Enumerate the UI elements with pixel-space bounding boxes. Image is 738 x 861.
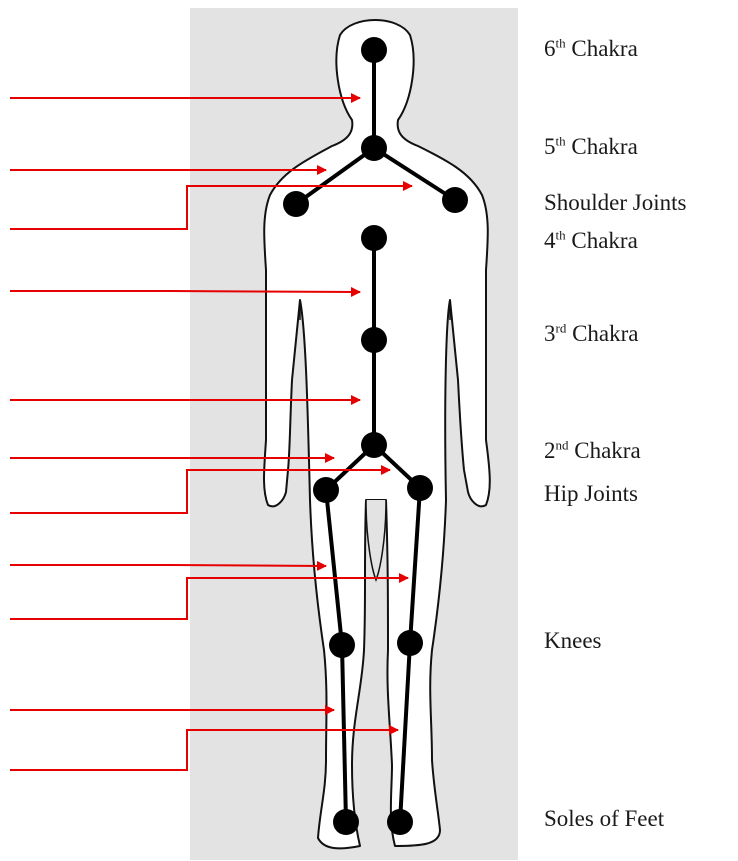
label-chakra-6-num: 6	[544, 36, 556, 61]
label-chakra-3-sup: rd	[556, 320, 567, 335]
label-chakra-4-sup: th	[556, 227, 566, 242]
label-shoulder-joints: Shoulder Joints	[544, 191, 686, 214]
label-soles-of-feet-text: Soles of Feet	[544, 806, 664, 831]
label-chakra-2-text: Chakra	[569, 438, 641, 463]
arrow-left-thigh	[10, 565, 326, 566]
chakra-6-dot	[361, 37, 387, 63]
left-knee-dot	[329, 632, 355, 658]
left-shoulder-dot	[283, 191, 309, 217]
label-chakra-2: 2nd Chakra	[544, 439, 641, 462]
label-chakra-6: 6th Chakra	[544, 37, 638, 60]
label-shoulder-joints-text: Shoulder Joints	[544, 190, 686, 215]
label-hip-joints-text: Hip Joints	[544, 481, 638, 506]
label-knees: Knees	[544, 629, 601, 652]
arrow-upper-spine	[10, 291, 360, 292]
right-hip-dot	[407, 475, 433, 501]
right-shoulder-dot	[442, 187, 468, 213]
label-chakra-3-num: 3	[544, 321, 556, 346]
label-chakra-4: 4th Chakra	[544, 229, 638, 252]
chakra-5-dot	[361, 135, 387, 161]
label-chakra-5-sup: th	[556, 133, 566, 148]
label-chakra-5-text: Chakra	[566, 134, 638, 159]
label-chakra-5: 5th Chakra	[544, 135, 638, 158]
left-hip-dot	[313, 477, 339, 503]
label-soles-of-feet: Soles of Feet	[544, 807, 664, 830]
label-hip-joints: Hip Joints	[544, 482, 638, 505]
label-chakra-6-sup: th	[556, 35, 566, 50]
label-chakra-3: 3rd Chakra	[544, 322, 639, 345]
left-sole-dot	[333, 809, 359, 835]
label-chakra-4-num: 4	[544, 228, 556, 253]
label-knees-text: Knees	[544, 628, 601, 653]
chakra-2-dot	[361, 432, 387, 458]
right-sole-dot	[387, 809, 413, 835]
chakra-4-dot	[361, 225, 387, 251]
chakra-3-dot	[361, 327, 387, 353]
label-chakra-4-text: Chakra	[566, 228, 638, 253]
right-knee-dot	[397, 630, 423, 656]
label-chakra-3-text: Chakra	[566, 321, 638, 346]
label-chakra-6-text: Chakra	[566, 36, 638, 61]
label-chakra-2-num: 2	[544, 438, 556, 463]
label-chakra-2-sup: nd	[556, 437, 569, 452]
label-chakra-5-num: 5	[544, 134, 556, 159]
